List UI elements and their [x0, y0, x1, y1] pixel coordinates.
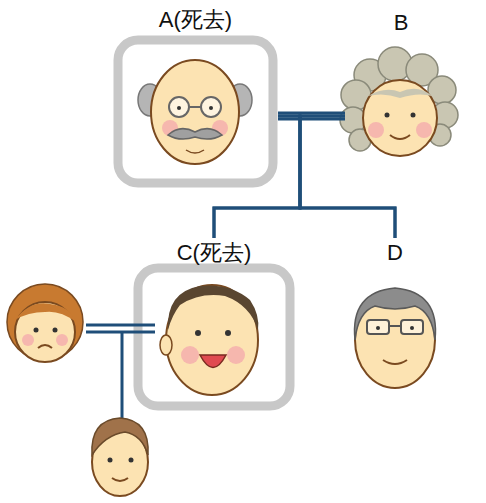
kinship-line	[278, 116, 395, 238]
grandfather-face	[138, 60, 252, 164]
father-face	[160, 285, 258, 395]
person-label: C(死去)	[133, 238, 295, 268]
kinship-line	[214, 116, 300, 238]
grandmother-face	[340, 47, 458, 156]
deceased-frame	[138, 268, 290, 406]
uncle-face	[355, 288, 436, 388]
family-line	[86, 325, 155, 418]
kinship-line	[214, 116, 345, 238]
person-label: D	[345, 238, 445, 268]
person-node: D	[345, 238, 445, 390]
grandchild-face	[92, 418, 148, 496]
deceased-frame	[118, 40, 273, 183]
person-node: B	[345, 8, 457, 168]
person-label: B	[345, 8, 457, 38]
person-node: A(死去)	[113, 5, 278, 187]
kinship-line	[300, 116, 395, 238]
person-label: A(死去)	[113, 5, 278, 35]
wife-face	[7, 284, 83, 362]
person-node: C(死去)	[133, 238, 295, 410]
